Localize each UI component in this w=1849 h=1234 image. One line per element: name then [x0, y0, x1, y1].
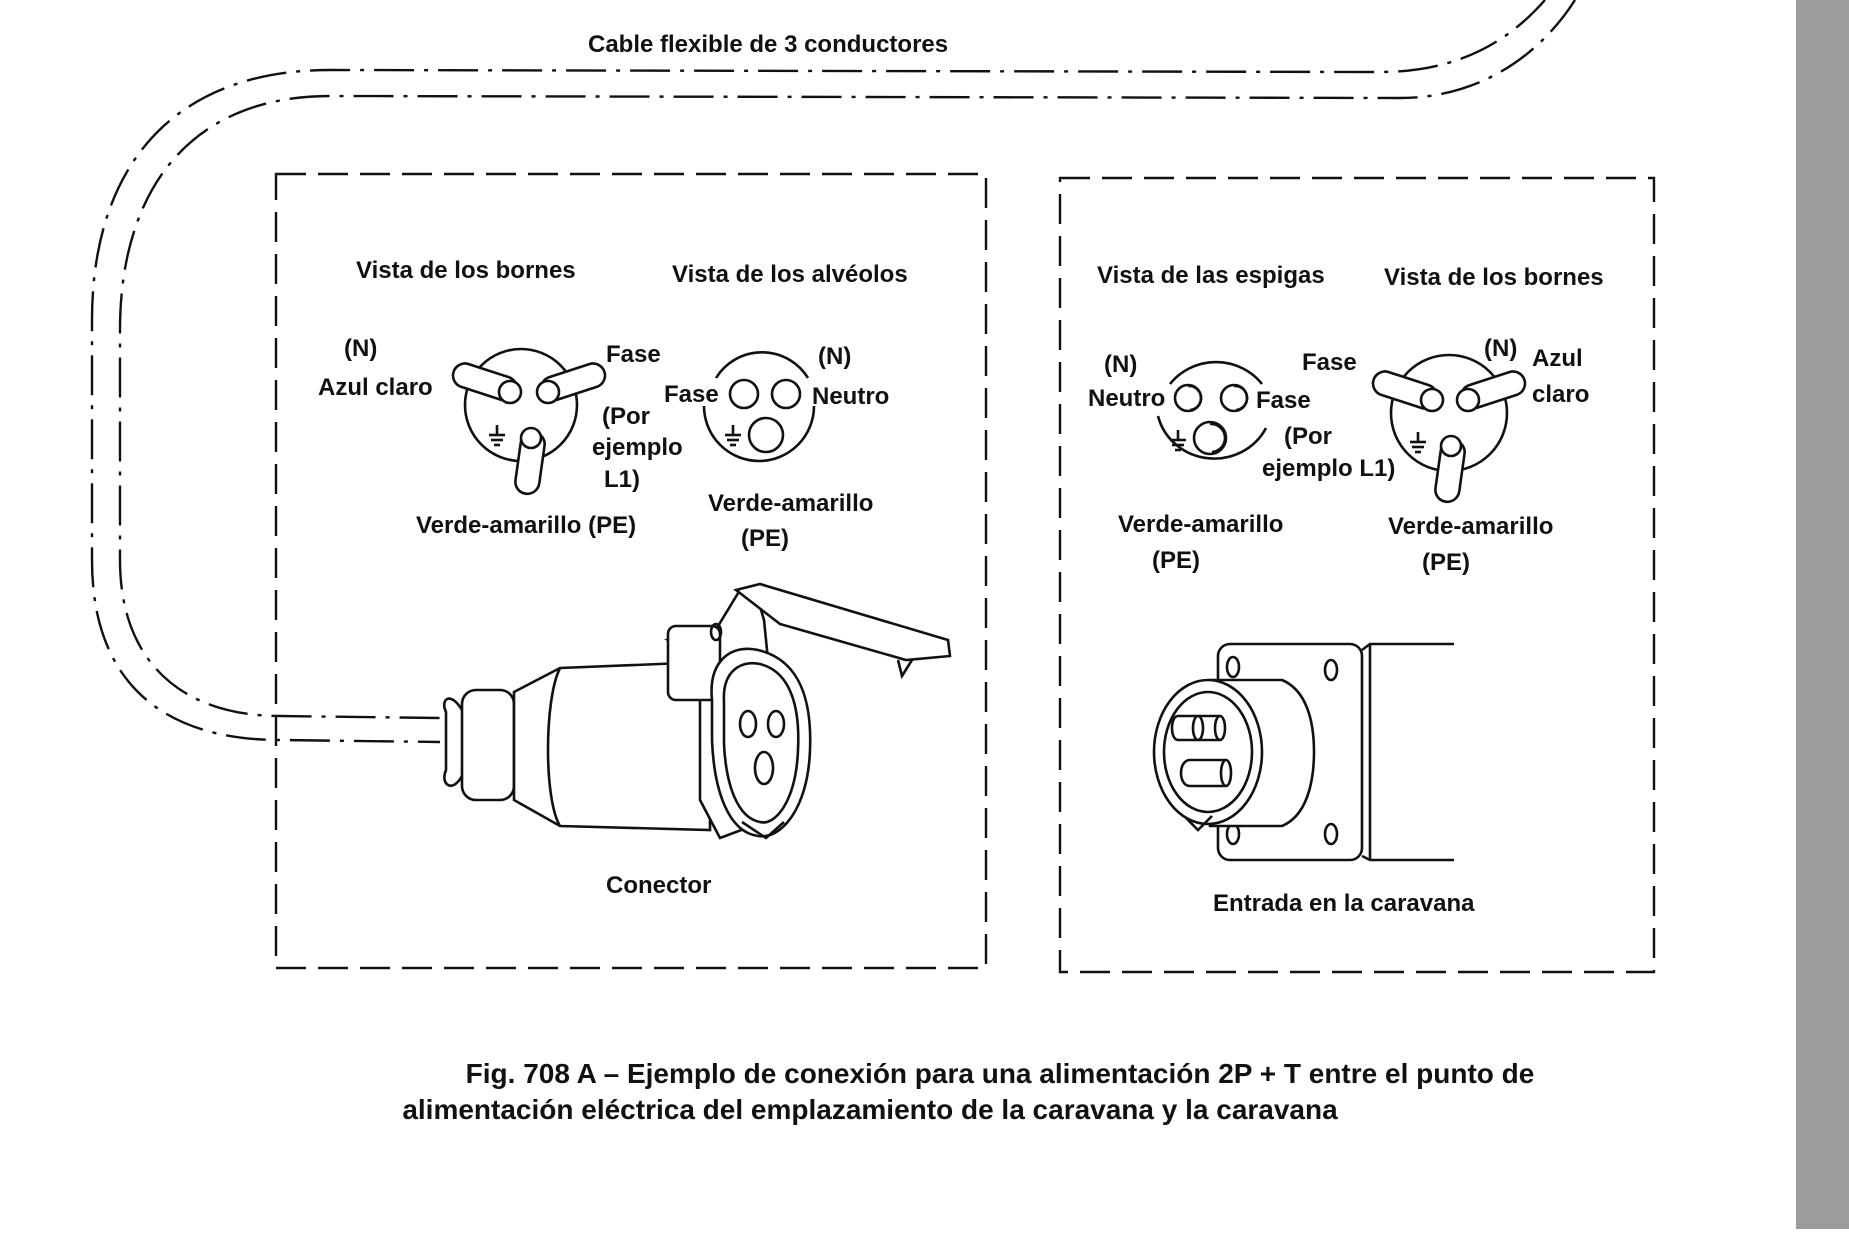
left-socket-n-tag: (N)	[818, 343, 851, 370]
right-pin-neutral: Neutro	[1088, 385, 1165, 412]
right-view-pins-title: Vista de las espigas	[1097, 262, 1325, 289]
right-view-terminals-title: Vista de los bornes	[1384, 264, 1604, 291]
left-terminal-blue: Azul claro	[318, 374, 433, 401]
figure-caption-line-1: Fig. 708 A – Ejemplo de conexión para un…	[466, 1058, 1535, 1089]
left-view-sockets-title: Vista de los alvéolos	[672, 261, 908, 288]
terminal-neutral	[1455, 370, 1527, 413]
inlet-caption: Entrada en la caravana	[1213, 890, 1475, 917]
right-pin-example-1: (Por	[1284, 423, 1332, 450]
right-terminal-earth-2: (PE)	[1422, 549, 1470, 576]
cable-label: Cable flexible de 3 conductores	[588, 31, 948, 58]
left-socket-earth-1: Verde-amarillo	[708, 490, 873, 517]
left-terminal-example-3: L1)	[604, 466, 640, 493]
left-socket-earth-2: (PE)	[741, 525, 789, 552]
left-socket-neutral: Neutro	[812, 383, 889, 410]
connector-drawing	[442, 582, 952, 840]
terminal-phase	[535, 362, 607, 405]
figure-caption-line-2: alimentación eléctrica del emplazamiento…	[402, 1094, 1338, 1125]
left-terminal-n-tag: (N)	[344, 335, 377, 362]
terminal-earth	[1434, 434, 1466, 504]
left-view-terminals-title: Vista de los bornes	[356, 257, 576, 284]
right-pin-earth-2: (PE)	[1152, 547, 1200, 574]
right-pin-phase-top: Fase	[1302, 349, 1357, 376]
wiring-diagram: Cable flexible de 3 conductores Vista de…	[90, 0, 1656, 1125]
earth-symbol-icon	[1170, 430, 1186, 452]
left-terminal-earth: Verde-amarillo (PE)	[416, 512, 636, 539]
terminal-earth	[514, 426, 546, 496]
right-pin-n-tag: (N)	[1104, 351, 1137, 378]
terminal-phase	[1371, 370, 1445, 413]
inlet-pin-view	[1156, 360, 1268, 460]
left-socket-phase: Fase	[664, 381, 719, 408]
connector-socket-view	[702, 350, 816, 463]
connector-caption: Conector	[606, 872, 711, 899]
left-terminal-phase: Fase	[606, 341, 661, 368]
inlet-drawing	[1152, 642, 1454, 862]
earth-symbol-icon	[1410, 432, 1426, 454]
right-terminal-blue-1: Azul	[1532, 345, 1583, 372]
earth-symbol-icon	[489, 425, 505, 447]
terminal-neutral	[451, 362, 523, 405]
left-terminal-example-2: ejemplo	[592, 434, 683, 461]
right-pin-phase: Fase	[1256, 387, 1311, 414]
flexible-cable	[90, 0, 1577, 744]
right-terminal-n-tag: (N)	[1484, 335, 1517, 362]
right-pin-earth-1: Verde-amarillo	[1118, 511, 1283, 538]
left-terminal-example-1: (Por	[602, 403, 650, 430]
connector-box	[274, 172, 988, 970]
right-terminal-blue-2: claro	[1532, 381, 1589, 408]
right-terminal-earth-1: Verde-amarillo	[1388, 513, 1553, 540]
right-pin-example-2: ejemplo L1)	[1262, 455, 1395, 482]
viewer-side-bar	[1796, 0, 1849, 1229]
earth-symbol-icon	[725, 425, 741, 447]
inlet-terminal-view	[1371, 353, 1527, 504]
inlet-box	[1058, 176, 1656, 974]
connector-terminal-view	[451, 347, 607, 496]
